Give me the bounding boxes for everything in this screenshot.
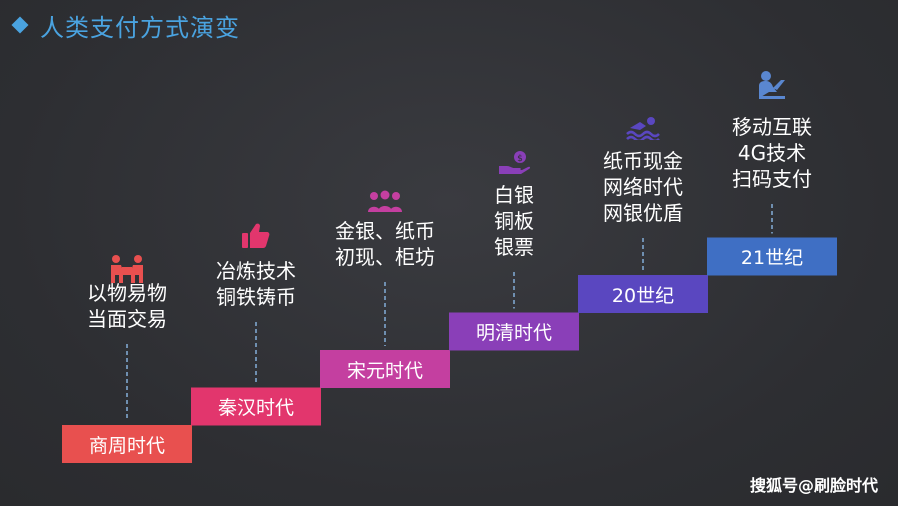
desc-line: 银票 [494,235,534,259]
step-desc-4: 纸币现金 网络时代 网银优盾 [573,148,713,226]
desc-line: 白银 [494,183,534,207]
thumbs-up-icon [242,223,270,248]
step-desc-3: 白银 铜板 银票 [444,182,584,260]
desc-line: 铜板 [494,209,534,233]
desc-line: 以物易物 [87,281,167,305]
stairs-connectors [126,204,773,421]
group-icon [368,190,402,212]
step-label-21st-century: 21世纪 [740,247,804,269]
swimmer-icon [626,117,660,140]
step-label-shang-zhou: 商周时代 [88,434,165,457]
desc-line: 网络时代 [603,175,683,199]
desc-line: 金银、纸币 [335,219,435,243]
desc-line: 当面交易 [87,307,167,331]
step-bar [62,425,192,463]
people-trade-icon [111,255,143,283]
step-desc-5: 移动互联 4G技术 扫码支付 [702,114,842,192]
page-title: 人类支付方式演变 [40,13,240,42]
step-desc-0: 以物易物 当面交易 [57,280,197,332]
header: 人类支付方式演变 [11,8,240,42]
money-hand-icon: $ [499,151,530,174]
step-desc-1: 冶炼技术 铜铁铸币 [186,258,326,310]
svg-text:$: $ [517,154,523,164]
step-label-ming-qing: 明清时代 [475,322,552,344]
step-label-song-yuan: 宋元时代 [346,359,423,382]
desc-line: 初现、柜坊 [335,245,435,269]
desc-line: 铜铁铸币 [216,285,296,309]
step-bar [191,387,321,426]
desc-line: 移动互联 [732,115,812,139]
desc-line: 纸币现金 [603,149,683,173]
step-label-qin-han: 秦汉时代 [217,397,294,419]
step-bar [707,237,837,276]
step-bar [578,275,708,313]
watermark: 搜狐号@刷脸时代 [749,476,878,495]
step-label-20th-century: 20世纪 [611,284,675,307]
desc-line: 网银优盾 [603,201,683,225]
person-laptop-icon [759,71,785,99]
step-bar [320,350,450,388]
desc-line: 冶炼技术 [216,259,296,283]
stairs-bars [62,237,837,463]
desc-line: 扫码支付 [732,167,812,191]
desc-line: 4G技术 [737,141,807,165]
step-desc-2: 金银、纸币 初现、柜坊 [315,218,455,270]
step-bar [449,312,579,351]
